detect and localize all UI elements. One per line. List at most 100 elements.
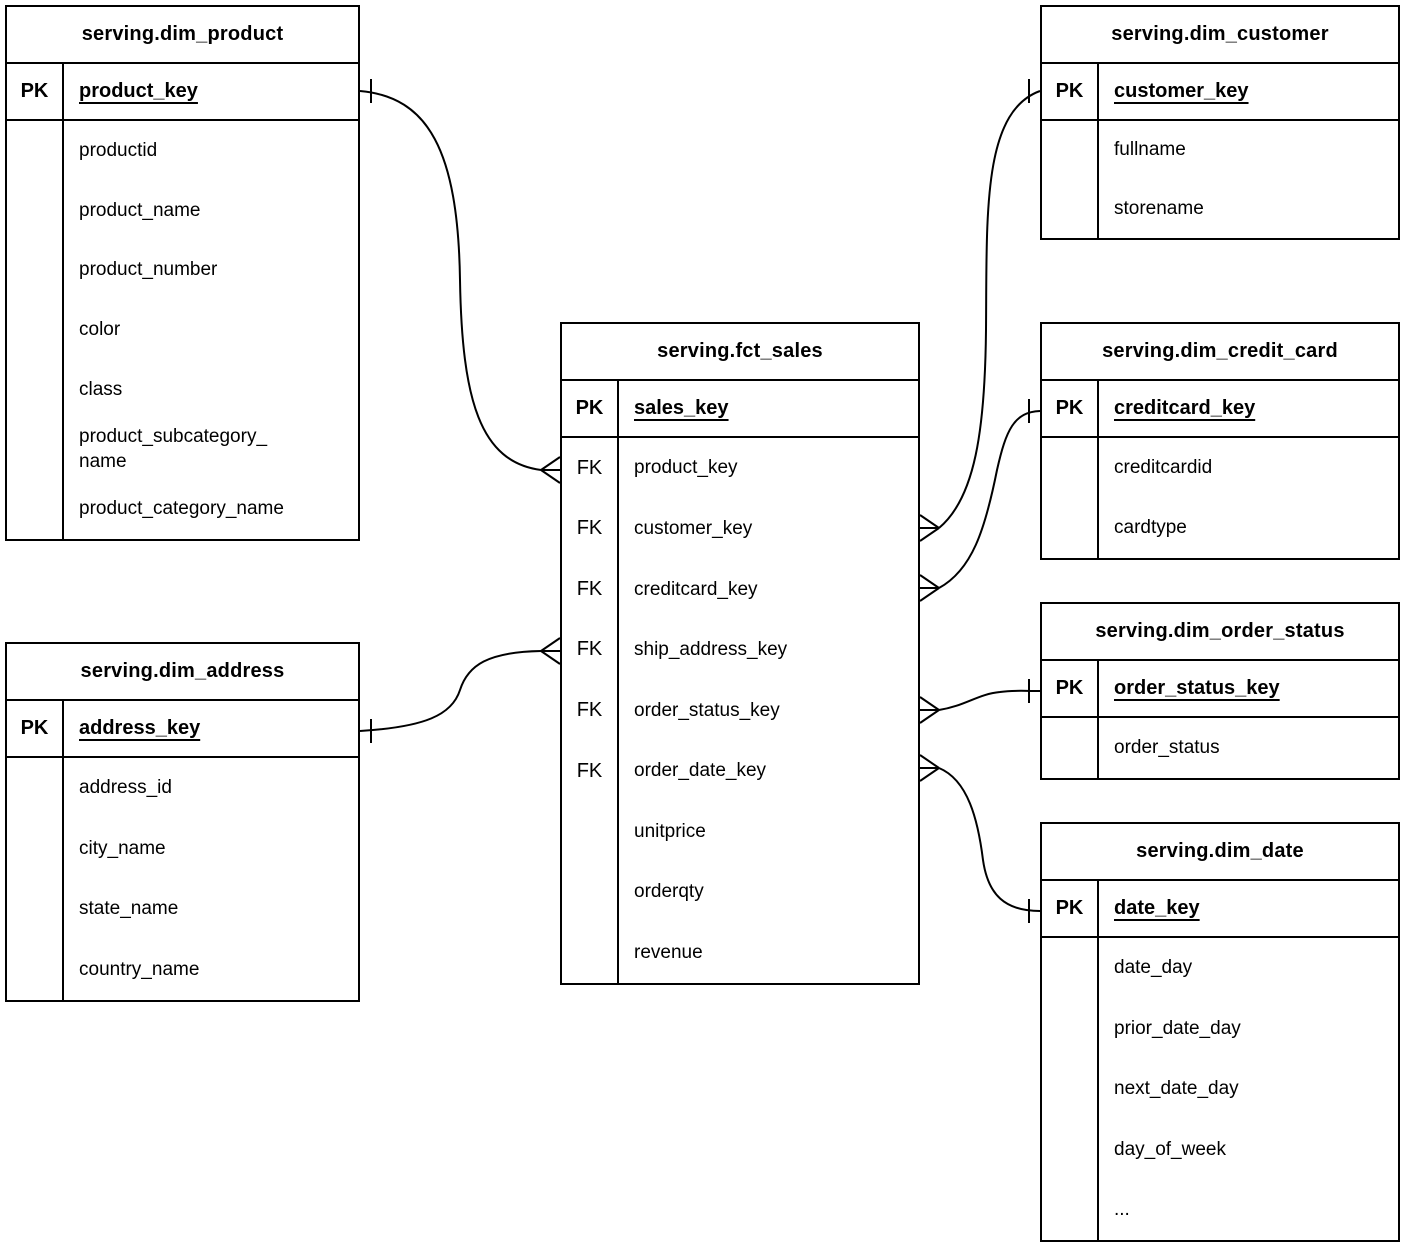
field-row: FK order_date_key — [562, 740, 918, 802]
field-row: product_subcategory_ name — [7, 419, 358, 480]
pk-badge: PK — [7, 701, 64, 756]
field-row: product_number — [7, 240, 358, 301]
field-name: orderqty — [634, 881, 704, 903]
key-cell — [1042, 121, 1099, 180]
field-name: prior_date_day — [1114, 1017, 1241, 1039]
field-row: address_id — [7, 758, 358, 819]
field-row: date_day — [1042, 938, 1398, 999]
pk-badge: PK — [1042, 64, 1099, 119]
crow-foot-many-icon — [919, 514, 940, 542]
relationship-line — [359, 650, 542, 732]
key-cell — [7, 939, 64, 1000]
table-title: serving.dim_order_status — [1042, 604, 1398, 661]
field-name: address_id — [79, 777, 172, 799]
field-name: order_date_key — [634, 760, 767, 782]
field-name: product_category_name — [79, 498, 284, 520]
field-name: revenue — [634, 941, 703, 963]
pk-field-name: sales_key — [634, 397, 729, 419]
key-cell — [1042, 1179, 1099, 1241]
field-rows: productid product_name product_number co… — [7, 121, 358, 540]
field-row: city_name — [7, 818, 358, 879]
field-rows: address_id city_name state_name country_… — [7, 758, 358, 1000]
field-name: next_date_day — [1114, 1078, 1239, 1100]
pk-row: PK address_key — [7, 701, 358, 758]
field-row: day_of_week — [1042, 1119, 1398, 1180]
pk-field-name: order_status_key — [1114, 677, 1280, 699]
key-cell — [1042, 998, 1099, 1059]
key-cell — [562, 861, 619, 923]
key-cell — [562, 801, 619, 862]
crow-foot-many-icon — [919, 696, 940, 724]
field-name: date_day — [1114, 957, 1193, 979]
pk-field-name: customer_key — [1114, 80, 1249, 102]
table-dim-customer: serving.dim_customer PK customer_key ful… — [1040, 5, 1400, 240]
relationship-product — [359, 79, 561, 484]
field-rows: date_day prior_date_day next_date_day da… — [1042, 938, 1398, 1241]
field-row: product_name — [7, 180, 358, 241]
table-title: serving.dim_date — [1042, 824, 1398, 881]
key-cell — [1042, 179, 1099, 238]
field-name: ... — [1114, 1199, 1130, 1220]
field-row: storename — [1042, 179, 1398, 238]
table-title: serving.dim_product — [7, 7, 358, 64]
pk-badge: PK — [1042, 661, 1099, 716]
field-name: customer_key — [634, 518, 753, 540]
pk-field-name: creditcard_key — [1114, 397, 1256, 419]
field-name: city_name — [79, 837, 166, 859]
key-cell — [1042, 1119, 1099, 1180]
key-cell — [562, 922, 619, 984]
field-name: creditcard_key — [634, 578, 758, 600]
pk-row: PK date_key — [1042, 881, 1398, 938]
table-dim-product: serving.dim_product PK product_key produ… — [5, 5, 360, 541]
relationship-creditcard — [919, 399, 1041, 602]
relationship-line — [938, 410, 1041, 589]
relationship-line — [938, 90, 1041, 529]
table-title: serving.dim_credit_card — [1042, 324, 1398, 381]
pk-row: PK order_status_key — [1042, 661, 1398, 718]
pk-badge: PK — [1042, 381, 1099, 436]
field-name: creditcardid — [1114, 457, 1213, 479]
field-name: unitprice — [634, 820, 706, 842]
crow-foot-many-icon — [540, 637, 561, 665]
pk-field-name: date_key — [1114, 897, 1200, 919]
relationship-customer — [919, 79, 1041, 542]
field-name: ship_address_key — [634, 639, 788, 661]
relationship-order-status — [919, 679, 1041, 724]
field-name: productid — [79, 140, 158, 162]
field-rows: fullname storename — [1042, 121, 1398, 238]
field-name: product_key — [634, 457, 738, 479]
field-row: cardtype — [1042, 498, 1398, 558]
field-row: revenue — [562, 922, 918, 984]
key-cell — [7, 879, 64, 940]
pk-field-name: address_key — [79, 717, 201, 739]
field-name: fullname — [1114, 139, 1186, 161]
field-name: product_subcategory_ name — [79, 425, 268, 473]
key-cell — [7, 359, 64, 420]
field-row: state_name — [7, 879, 358, 940]
table-title: serving.dim_address — [7, 644, 358, 701]
relationship-ship-address — [359, 637, 561, 743]
field-name: storename — [1114, 197, 1204, 219]
field-row: fullname — [1042, 121, 1398, 180]
fk-badge: FK — [562, 740, 619, 802]
pk-row: PK creditcard_key — [1042, 381, 1398, 438]
key-cell — [7, 419, 64, 480]
relationship-order-date — [919, 754, 1041, 923]
key-cell — [1042, 1058, 1099, 1120]
fk-badge: FK — [562, 559, 619, 620]
key-cell — [7, 818, 64, 879]
field-name: class — [79, 378, 123, 400]
field-name: product_number — [79, 259, 218, 281]
field-row: productid — [7, 121, 358, 181]
table-dim-order-status: serving.dim_order_status PK order_status… — [1040, 602, 1400, 780]
key-cell — [7, 240, 64, 301]
table-dim-credit-card: serving.dim_credit_card PK creditcard_ke… — [1040, 322, 1400, 560]
field-name: cardtype — [1114, 517, 1187, 539]
field-name: product_name — [79, 199, 201, 221]
field-row: next_date_day — [1042, 1058, 1398, 1120]
